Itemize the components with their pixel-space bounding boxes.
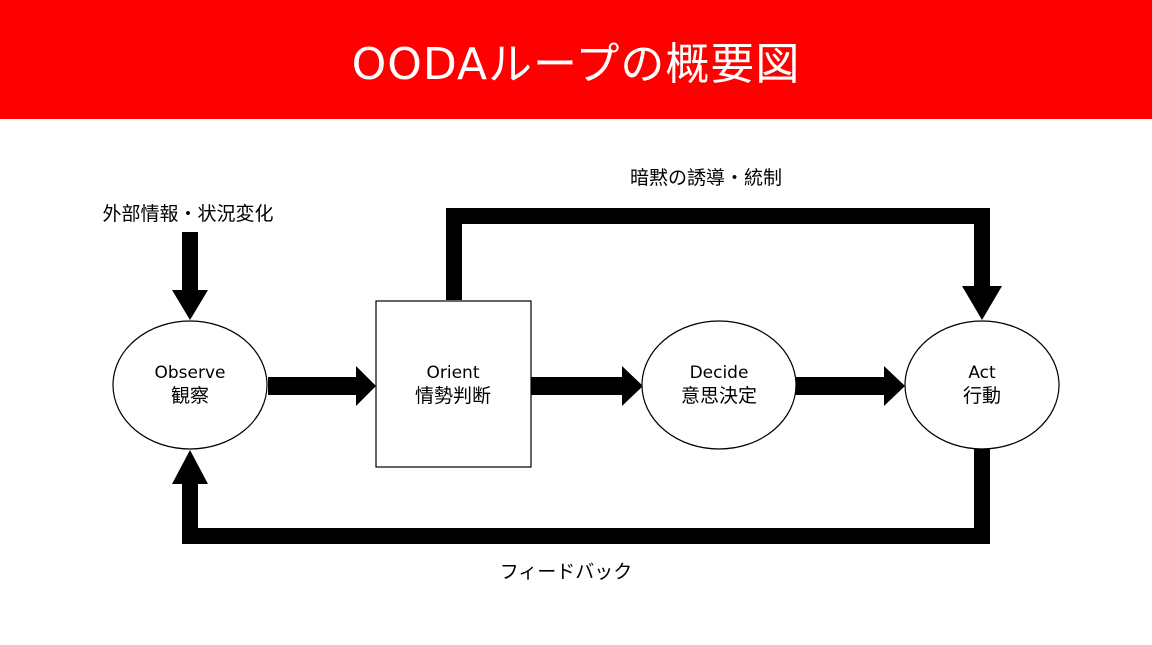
title-bar: OODAループの概要図 [0, 0, 1152, 119]
decide-label-en: Decide [690, 363, 749, 383]
page-title: OODAループの概要図 [351, 38, 801, 90]
implicit-guidance-arrow [446, 208, 1002, 320]
feedback-label: フィードバック [500, 561, 633, 583]
external-input-arrow [172, 232, 208, 320]
external-input-label: 外部情報・状況変化 [102, 203, 273, 225]
orient-label-ja: 情勢判断 [415, 385, 491, 407]
observe-label-en: Observe [155, 363, 226, 383]
act-label-en: Act [968, 363, 996, 383]
observe-label-ja: 観察 [171, 385, 209, 407]
orient-node: Orient 情勢判断 [375, 300, 532, 468]
orient-label-en: Orient [427, 363, 480, 383]
implicit-guidance-label: 暗黙の誘導・統制 [630, 167, 782, 189]
act-node: Act 行動 [904, 320, 1060, 450]
act-label-ja: 行動 [963, 385, 1001, 407]
arrow-orient-decide [531, 366, 643, 406]
decide-label-ja: 意思決定 [681, 385, 757, 407]
arrow-observe-orient [268, 366, 376, 406]
arrow-decide-act [795, 366, 905, 406]
observe-node: Observe 観察 [112, 320, 268, 450]
feedback-arrow [172, 446, 990, 544]
decide-node: Decide 意思決定 [641, 320, 797, 450]
